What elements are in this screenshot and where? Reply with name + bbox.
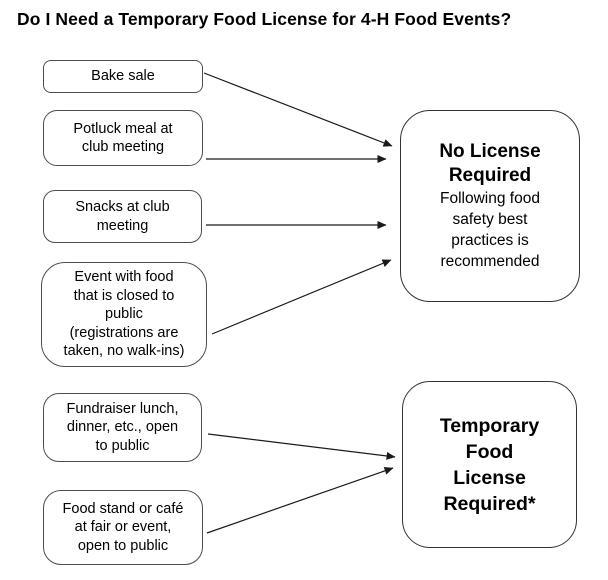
result-box-no-license: No License Required Following food safet… [400,110,580,302]
flow-arrow-fundraiser-to-license-required [207,433,396,460]
flow-box-fundraiser: Fundraiser lunch, dinner, etc., open to … [43,393,202,462]
result-subtext: Following food safety best practices is … [440,190,540,270]
flow-arrow-food-stand-to-license-required [206,467,394,534]
flow-box-label: Fundraiser lunch, dinner, etc., open to … [66,400,179,454]
flow-box-snacks: Snacks at club meeting [43,190,202,243]
result-heading: No License Required [439,141,541,186]
flow-arrow-bake-sale-to-no-license [203,72,393,147]
flow-box-closed-event: Event with food that is closed to public… [41,262,207,367]
flow-box-label: Bake sale [91,68,155,85]
flow-box-label: Potluck meal at club meeting [73,120,173,156]
flow-arrow-closed-event-to-no-license [211,259,392,335]
flow-box-potluck-meal: Potluck meal at club meeting [43,110,203,166]
flow-box-label: Event with food that is closed to public… [63,269,185,360]
result-box-license-required: Temporary Food License Required* [402,381,577,548]
result-heading: Temporary Food License Required* [439,414,540,515]
flow-box-food-stand: Food stand or café at fair or event, ope… [43,490,203,565]
flow-box-label: Food stand or café at fair or event, ope… [62,500,184,554]
flow-box-bake-sale: Bake sale [43,60,203,93]
page-title: Do I Need a Temporary Food License for 4… [17,9,512,29]
flow-box-label: Snacks at club meeting [75,199,170,234]
